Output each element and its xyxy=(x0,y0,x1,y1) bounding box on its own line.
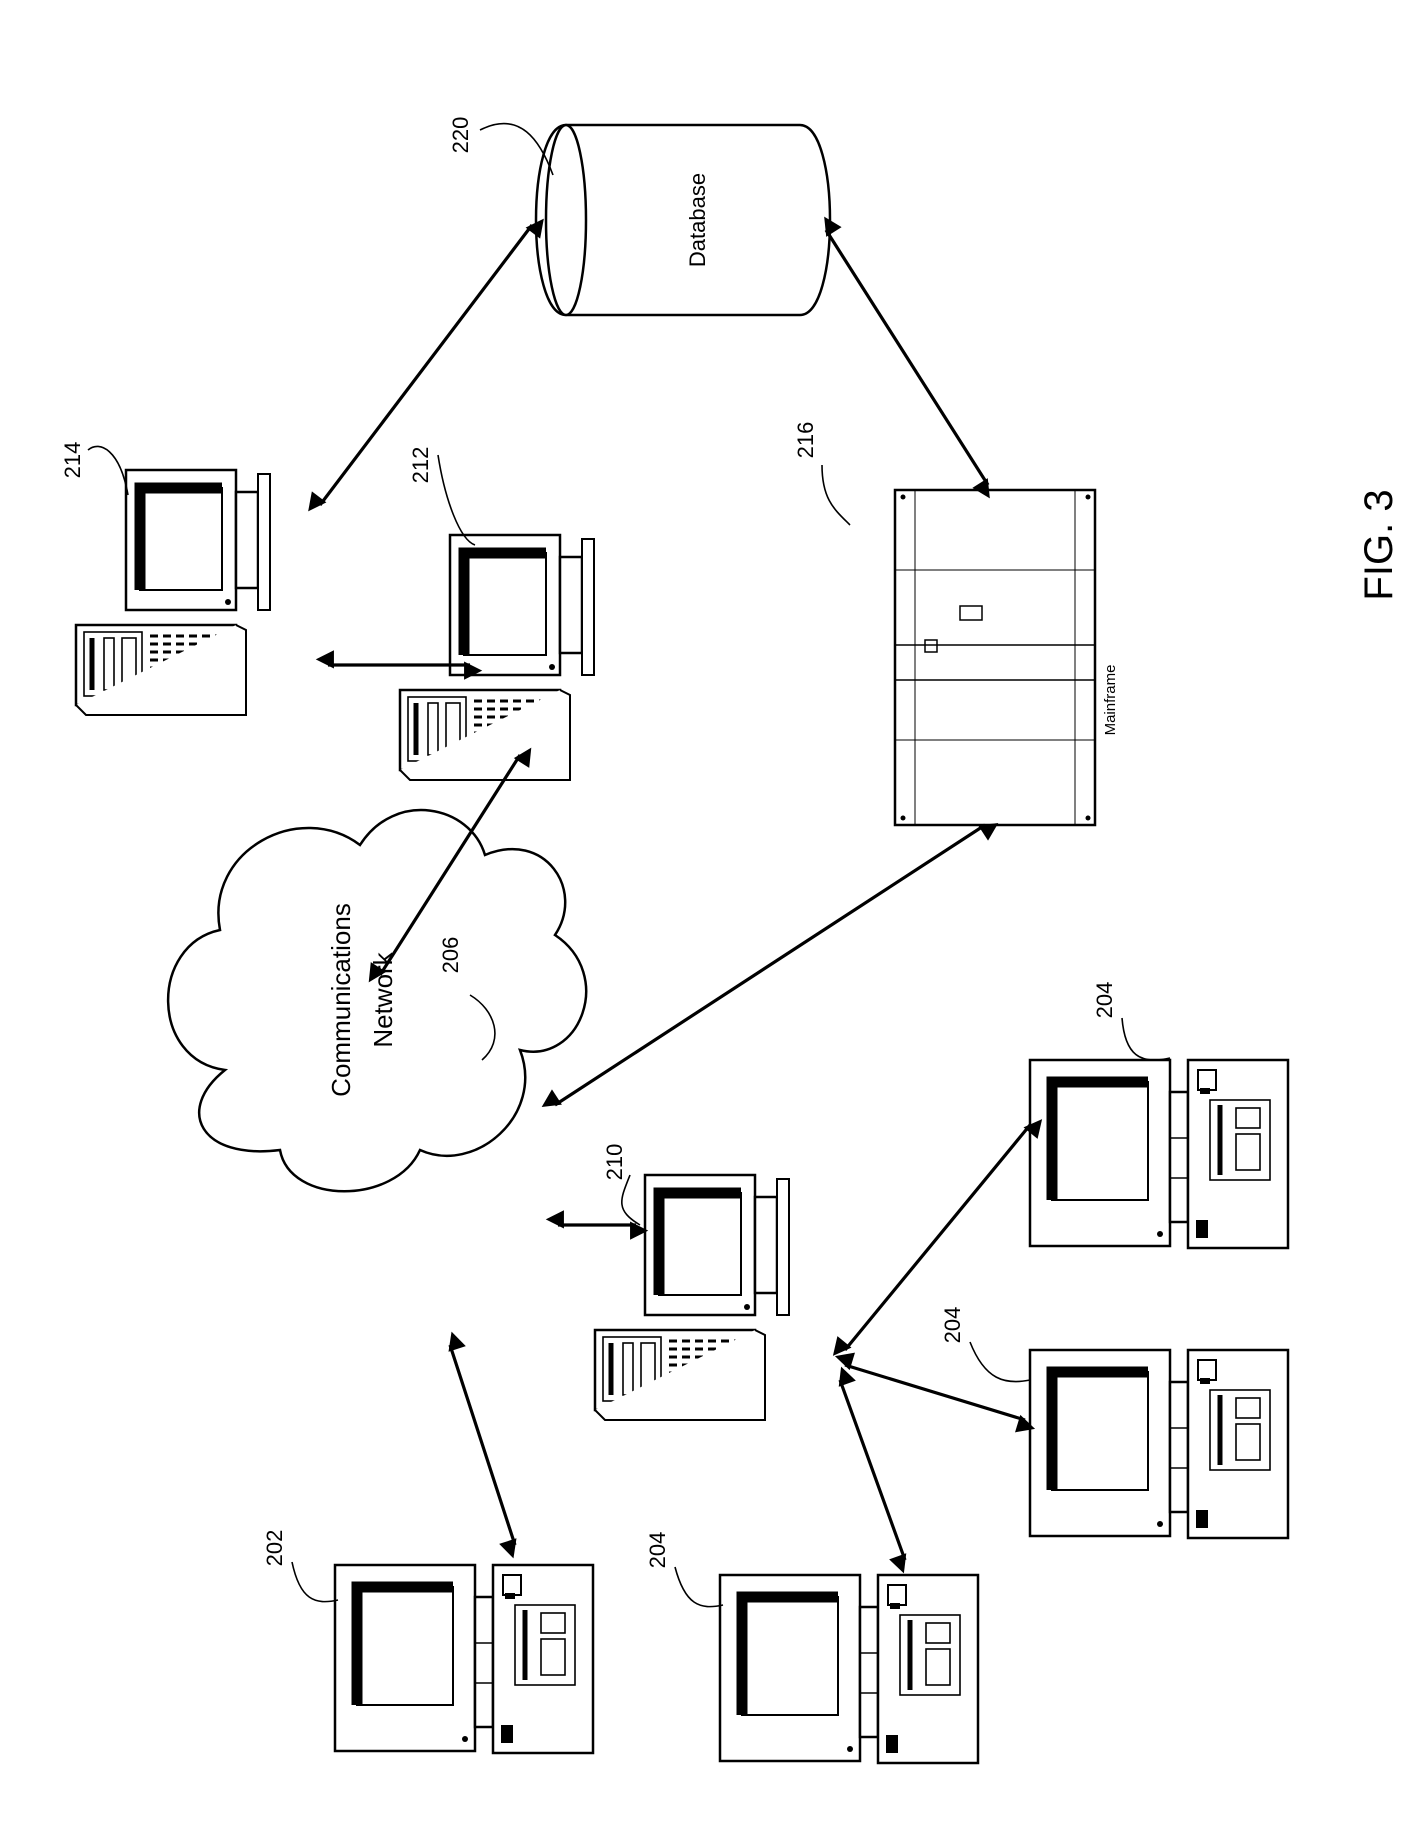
ref-206: 206 xyxy=(438,937,463,974)
workstation-204-right xyxy=(1030,1060,1288,1248)
ref-210: 210 xyxy=(602,1144,627,1181)
mainframe-label: Mainframe xyxy=(1102,665,1119,736)
ref-204-middle: 204 xyxy=(940,1307,965,1344)
figure-caption: FIG. 3 xyxy=(1357,489,1401,600)
communications-network-cloud: Communications Network xyxy=(168,810,586,1191)
link-210-204-middle xyxy=(845,1365,1025,1420)
link-210-204-right xyxy=(845,1125,1030,1350)
database-label: Database xyxy=(685,173,710,267)
ref-204-left: 204 xyxy=(645,1532,670,1569)
server-214 xyxy=(76,470,270,715)
network-label-line1: Communications xyxy=(326,903,356,1097)
workstation-204-middle xyxy=(1030,1350,1288,1538)
ref-212: 212 xyxy=(408,447,433,484)
ref-202: 202 xyxy=(262,1530,287,1567)
workstation-204-left xyxy=(720,1575,978,1763)
link-210-204-left xyxy=(840,1380,905,1560)
ref-216: 216 xyxy=(793,422,818,459)
network-label-line2: Network xyxy=(368,951,398,1047)
link-database-mainframe xyxy=(826,230,988,485)
link-mainframe-network xyxy=(555,825,985,1105)
server-212 xyxy=(400,535,594,780)
ref-220: 220 xyxy=(448,117,473,154)
ref-214: 214 xyxy=(60,442,85,479)
workstation-202 xyxy=(335,1565,593,1753)
link-network-202 xyxy=(450,1345,515,1545)
mainframe-computer: Mainframe xyxy=(895,490,1119,825)
database-cylinder: Database xyxy=(536,125,830,315)
ref-204-right: 204 xyxy=(1092,982,1117,1019)
